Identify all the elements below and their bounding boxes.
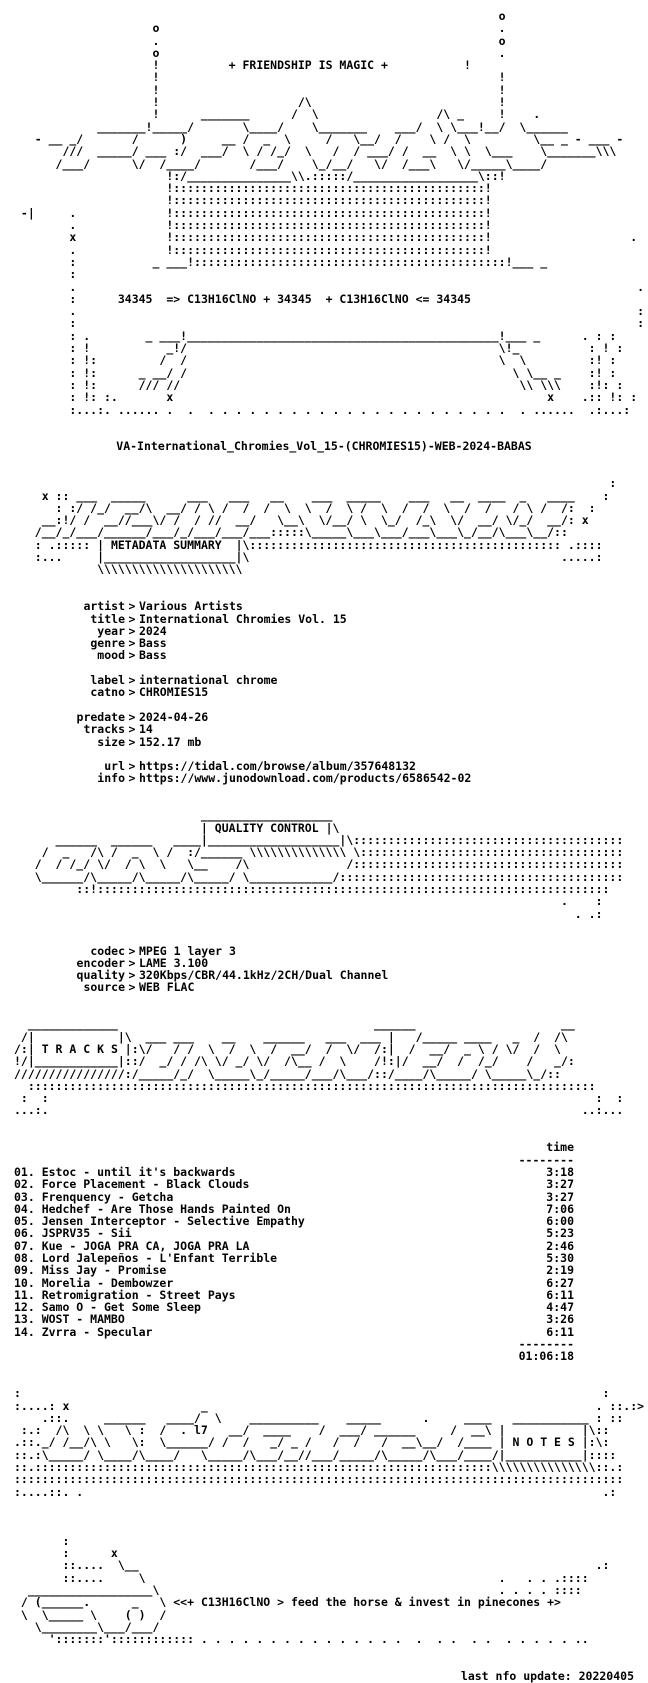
notes-ascii-art: : : :....: x _ . ::.:> .::. ______ bbox=[14, 1386, 645, 1499]
metadata-row-mood: mood>Bass bbox=[97, 648, 167, 663]
metadata-row-year: year>2024 bbox=[97, 623, 167, 638]
quality-row-source: source>WEB FLAC bbox=[83, 980, 195, 995]
metadata-row-label: label>international chrome bbox=[90, 673, 278, 688]
footer-slogan: <<+ C13H16ClNO > feed the horse & invest… bbox=[173, 1595, 561, 1610]
footer-ascii-art: : : x ::.... \__ .: ::.... \ . . . .::::… bbox=[20, 1533, 610, 1647]
tracks-table: time--------01. Estoc - until it's backw… bbox=[14, 1140, 648, 1364]
info-link[interactable]: https://www.junodownload.com/products/65… bbox=[139, 771, 472, 786]
metadata-row-artist: artist>Various Artists bbox=[83, 599, 243, 614]
metadata-group-4: url>https://tidal.com/browse/album/35764… bbox=[14, 760, 648, 785]
last-update: last nfo update: 20220405 bbox=[460, 1669, 634, 1683]
track-row: 04. Hedchef - Are Those Hands Painted On… bbox=[14, 1201, 574, 1216]
tracks-heading: T R A C K S bbox=[41, 1041, 118, 1056]
metadata-row-info: info>https://www.junodownload.com/produc… bbox=[97, 771, 472, 786]
quality-ascii-art: ___________________ | QUALITY CONTROL |\… bbox=[34, 808, 624, 921]
top-ascii-art: o o . . o o bbox=[20, 9, 645, 417]
metadata-row-predate: predate>2024-04-26 bbox=[76, 709, 209, 724]
formula-line: 34345 => C13H16ClNO + 34345 + C13H16ClNO… bbox=[117, 291, 471, 306]
release-name: VA-International_Chromies_Vol_15-(CHROMI… bbox=[116, 439, 532, 454]
metadata-row-title: title>International Chromies Vol. 15 bbox=[90, 611, 347, 626]
friendship-banner: + FRIENDSHIP IS MAGIC + bbox=[228, 58, 388, 73]
metadata-row-catno: catno>CHROMIES15 bbox=[90, 685, 209, 700]
metadata-row-size: size>152.17 mb bbox=[97, 734, 202, 749]
total-time: 01:06:18 bbox=[518, 1349, 574, 1364]
metadata-heading: METADATA SUMMARY bbox=[110, 537, 222, 552]
time-header-rule: -------- bbox=[518, 1152, 574, 1167]
quality-heading: QUALITY CONTROL bbox=[214, 820, 319, 835]
metadata-row-url: url>https://tidal.com/browse/album/35764… bbox=[104, 759, 416, 774]
metadata-row-genre: genre>Bass bbox=[90, 636, 167, 651]
metadata-row-tracks: tracks>14 bbox=[83, 722, 153, 737]
track-row: 05. Jensen Interceptor - Selective Empat… bbox=[14, 1214, 574, 1229]
quality-row-encoder: encoder>LAME 3.100 bbox=[76, 955, 209, 970]
notes-heading: N O T E S bbox=[512, 1435, 575, 1450]
time-column-header: time bbox=[546, 1140, 574, 1155]
tracks-ascii-art: _____________ ______ __ /| |\ ___ ___ __… bbox=[14, 1017, 624, 1118]
metadata-ascii-art: : x :: ___ _____ ___ ___ __ ___ _____ __… bbox=[34, 476, 617, 577]
total-rule: -------- bbox=[518, 1337, 574, 1352]
nfo-document: o o . . o o bbox=[14, 9, 648, 1683]
quality-row-codec: codec>MPEG 1 layer 3 bbox=[90, 943, 236, 958]
url-link[interactable]: https://tidal.com/browse/album/357648132 bbox=[139, 759, 416, 774]
quality-row-quality: quality>320Kbps/CBR/44.1kHz/2CH/Dual Cha… bbox=[76, 968, 389, 983]
